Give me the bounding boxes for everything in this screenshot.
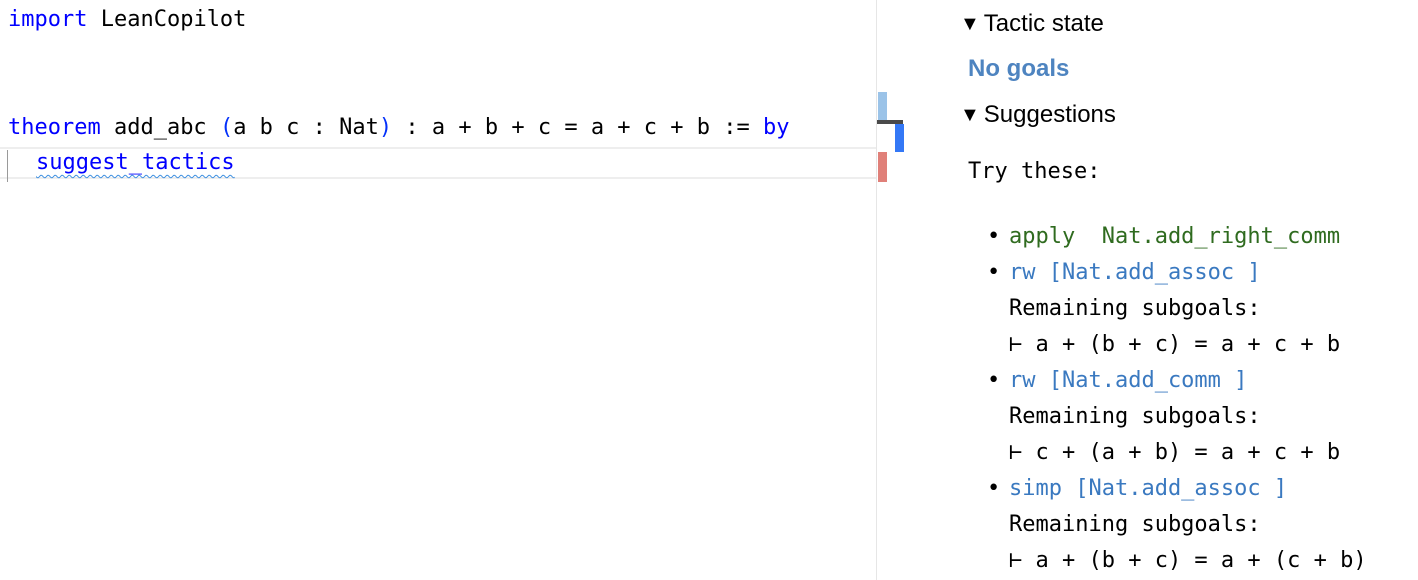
remaining-subgoals-label: Remaining subgoals:	[1009, 296, 1261, 321]
suggestion-tactic-link[interactable]: rw [Nat.add_comm ]	[1009, 368, 1248, 393]
suggest-tactics-call[interactable]: suggest_tactics	[36, 150, 235, 175]
collapse-triangle-icon[interactable]: ▼	[960, 13, 980, 35]
theorem-binders: a b c : Nat	[233, 115, 379, 140]
editor-scrollbar[interactable]	[876, 0, 906, 580]
ruler-selection-marker	[895, 124, 904, 152]
by-keyword: by	[763, 115, 790, 140]
bullet-icon: •	[987, 476, 1001, 501]
code-line-2[interactable]: theorem add_abc (a b c : Nat) : a + b + …	[8, 113, 790, 143]
bullet-icon: •	[987, 260, 1001, 285]
subgoal-text: ⊢ c + (a + b) = a + c + b	[1009, 440, 1341, 465]
collapse-triangle-icon[interactable]: ▼	[960, 104, 980, 126]
suggestion-item: • rw [Nat.add_comm ] Remaining subgoals:…	[983, 363, 1413, 471]
suggestion-item: • rw [Nat.add_assoc ] Remaining subgoals…	[983, 255, 1413, 363]
theorem-statement: : a + b + c = a + c + b :=	[392, 115, 764, 140]
code-line-1[interactable]: import LeanCopilot	[8, 5, 246, 35]
open-paren: (	[219, 115, 234, 140]
ruler-info-marker	[878, 92, 887, 120]
close-paren: )	[378, 115, 393, 140]
tactic-state-label: Tactic state	[983, 10, 1104, 37]
suggestion-tactic-link[interactable]: rw [Nat.add_assoc ]	[1009, 260, 1261, 285]
try-these-label: Try these:	[968, 159, 1101, 184]
theorem-keyword: theorem	[8, 115, 101, 140]
code-editor[interactable]: import LeanCopilot theorem add_abc (a b …	[0, 0, 904, 580]
theorem-name: add_abc	[100, 115, 220, 140]
indent-guide	[7, 150, 8, 182]
current-line-highlight	[0, 147, 904, 179]
code-line-3[interactable]: suggest_tactics	[36, 148, 235, 178]
ruler-cursor-marker	[877, 120, 903, 124]
bullet-icon: •	[987, 224, 1001, 249]
tactic-state-header[interactable]: ▼ Tactic state	[960, 9, 1104, 39]
suggestion-item: • simp [Nat.add_assoc ] Remaining subgoa…	[983, 471, 1413, 579]
suggestion-tactic-link[interactable]: simp [Nat.add_assoc ]	[1009, 476, 1288, 501]
ruler-error-marker	[878, 152, 887, 182]
remaining-subgoals-label: Remaining subgoals:	[1009, 404, 1261, 429]
subgoal-text: ⊢ a + (b + c) = a + (c + b)	[1009, 548, 1367, 573]
suggestions-label: Suggestions	[983, 101, 1116, 128]
subgoal-text: ⊢ a + (b + c) = a + c + b	[1009, 332, 1341, 357]
import-module: LeanCopilot	[87, 7, 247, 32]
bullet-icon: •	[987, 368, 1001, 393]
lean-infoview: ▼ Tactic state No goals ▼ Suggestions Tr…	[905, 0, 1418, 580]
import-keyword: import	[8, 7, 88, 32]
suggestions-header[interactable]: ▼ Suggestions	[960, 100, 1116, 130]
suggestion-list: • apply Nat.add_right_comm • rw [Nat.add…	[983, 219, 1413, 579]
no-goals-status: No goals	[968, 55, 1070, 82]
suggestion-item: • apply Nat.add_right_comm	[983, 219, 1413, 255]
suggestion-tactic-link[interactable]: apply Nat.add_right_comm	[1009, 224, 1341, 249]
remaining-subgoals-label: Remaining subgoals:	[1009, 512, 1261, 537]
